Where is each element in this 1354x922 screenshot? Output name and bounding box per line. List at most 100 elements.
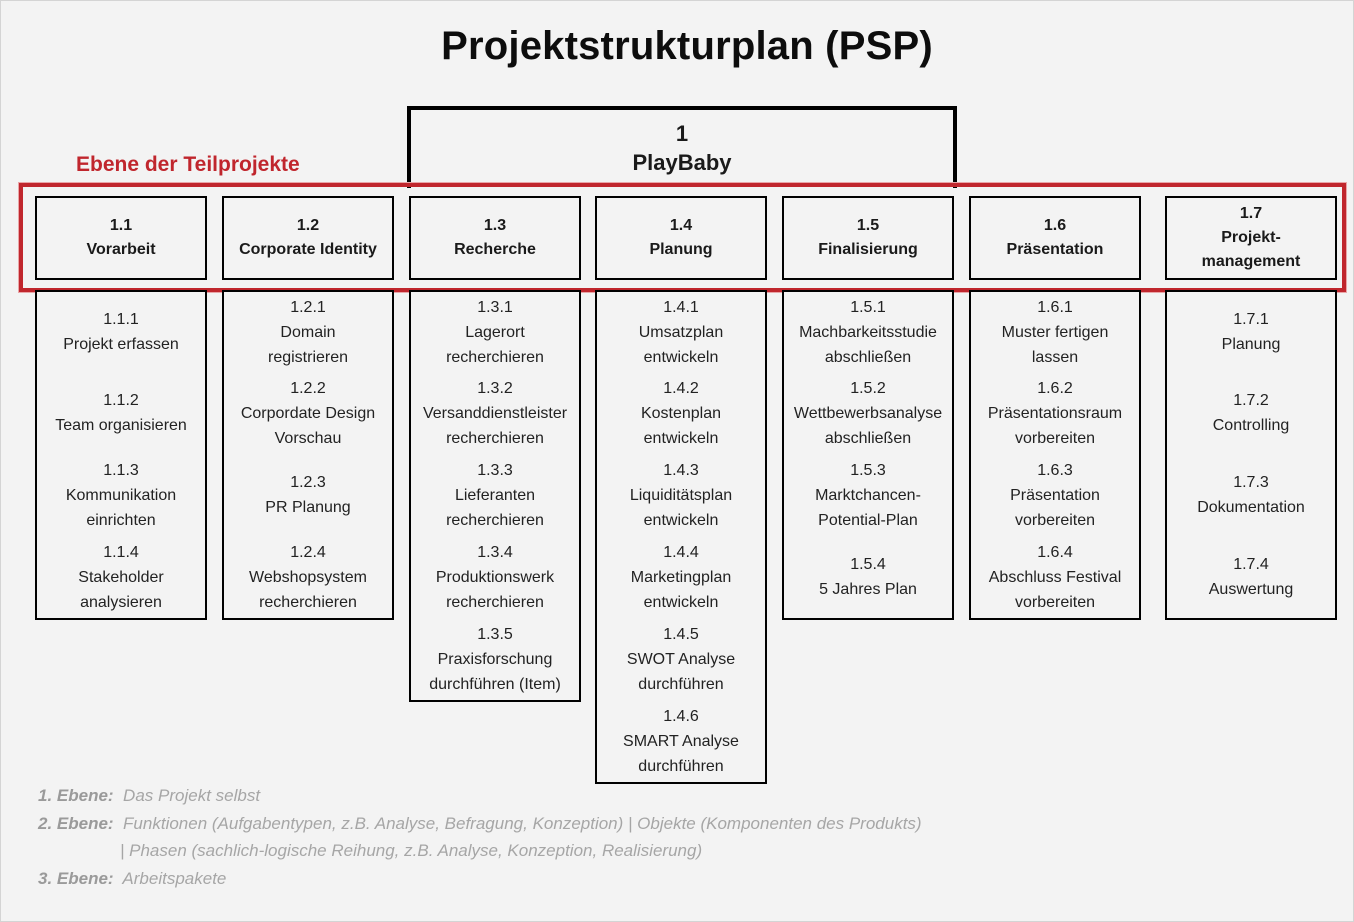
- work-package-number: 1.6.3: [1037, 461, 1073, 479]
- work-package-name: Lagerort recherchieren: [446, 323, 544, 366]
- subproject-name: Planung: [649, 241, 713, 258]
- work-package-number: 1.1.4: [103, 543, 139, 561]
- work-package-name: Präsentation vorbereiten: [1010, 486, 1100, 529]
- work-package-number: 1.1.2: [103, 392, 139, 409]
- subproject-number: 1.4: [669, 217, 693, 234]
- work-package-number: 1.1.1: [103, 311, 139, 328]
- work-package-number: 1.5.3: [850, 461, 886, 479]
- work-package-number: 1.4.5: [663, 625, 699, 643]
- legend-line: 2. Ebene: Funktionen (Aufgabentypen, z.B…: [38, 814, 922, 834]
- legend-description: Funktionen (Aufgabentypen, z.B. Analyse,…: [123, 814, 922, 833]
- work-package-number: 1.6.4: [1037, 543, 1073, 561]
- work-package-number: 1.7.2: [1233, 392, 1269, 409]
- work-package-number: 1.2.1: [290, 298, 326, 316]
- page-title: Projektstrukturplan (PSP): [441, 24, 933, 68]
- subproject-number: 1.7: [1239, 205, 1263, 222]
- legend-level-label: 2. Ebene:: [38, 814, 114, 833]
- work-package-name: Umsatzplan entwickeln: [638, 323, 724, 366]
- work-package-number: 1.3.1: [477, 298, 513, 316]
- work-package-name: Projekt erfassen: [63, 336, 179, 353]
- legend-line: | Phasen (sachlich-logische Reihung, z.B…: [120, 841, 702, 861]
- work-package-name: Lieferanten recherchieren: [446, 486, 544, 529]
- work-package-number: 1.4.3: [663, 461, 699, 479]
- legend-level-label: 3. Ebene:: [38, 869, 114, 888]
- work-package-name: PR Planung: [265, 499, 351, 516]
- work-package-1-2-3: 1.2.3 PR Planung: [222, 454, 394, 538]
- work-package-name: Team organisieren: [55, 417, 187, 434]
- work-package-name: Domain registrieren: [267, 323, 349, 366]
- work-package-name: Muster fertigen lassen: [1001, 323, 1109, 366]
- work-package-number: 1.3.5: [477, 625, 513, 643]
- work-package-number: 1.5.4: [850, 556, 886, 573]
- work-package-number: 1.4.6: [663, 707, 699, 725]
- legend-level-label: 1. Ebene:: [38, 786, 114, 805]
- work-package-name: Webshopsystem recherchieren: [249, 568, 367, 611]
- legend-description: Arbeitspakete: [122, 869, 227, 888]
- subproject-number: 1.1: [109, 217, 133, 234]
- work-package-name: Dokumentation: [1197, 499, 1305, 516]
- subproject-number: 1.3: [483, 217, 507, 234]
- work-package-name: Präsentationsraum vorbereiten: [987, 404, 1123, 447]
- work-package-number: 1.3.4: [477, 543, 513, 561]
- work-package-number: 1.2.4: [290, 543, 326, 561]
- work-package-number: 1.7.1: [1233, 311, 1269, 328]
- level-label: Ebene der Teilprojekte: [76, 153, 300, 176]
- work-package-name: Produktionswerk recherchieren: [435, 568, 555, 611]
- work-package-number: 1.2.3: [290, 474, 326, 491]
- work-package-name: SWOT Analyse durchführen: [626, 650, 736, 693]
- work-package-number: 1.6.1: [1037, 298, 1073, 316]
- work-package-name: Versanddienstleister recherchieren: [422, 404, 568, 447]
- root-number: 1: [675, 121, 689, 146]
- work-package-name: Stakeholder analysieren: [78, 568, 164, 611]
- work-package-number: 1.3.2: [477, 379, 513, 397]
- work-package-number: 1.3.3: [477, 461, 513, 479]
- work-package-name: Controlling: [1212, 417, 1290, 434]
- legend-line: 1. Ebene: Das Projekt selbst: [38, 786, 260, 806]
- work-package-name: Machbarkeitsstudie abschließen: [799, 323, 937, 366]
- root-project-box: 1 PlayBaby: [407, 106, 957, 188]
- work-package-name: Kostenplan entwickeln: [640, 404, 722, 447]
- work-package-name: 5 Jahres Plan: [819, 581, 917, 598]
- work-package-name: Wettbewerbsanalyse abschließen: [793, 404, 943, 447]
- work-package-name: Auswertung: [1208, 581, 1294, 598]
- work-package-name: Marktchancen- Potential-Plan: [815, 486, 921, 529]
- work-package-number: 1.4.4: [663, 543, 699, 561]
- work-package-name: Liquiditätsplan entwickeln: [629, 486, 733, 529]
- legend-line: 3. Ebene: Arbeitspakete: [38, 869, 226, 889]
- work-package-1-5-4: 1.5.4 5 Jahres Plan: [782, 536, 954, 620]
- subproject-name: Präsentation: [1006, 241, 1104, 258]
- work-package-name: Marketingplan entwickeln: [630, 568, 732, 611]
- work-package-number: 1.1.3: [103, 461, 139, 479]
- work-package-number: 1.2.2: [290, 379, 326, 397]
